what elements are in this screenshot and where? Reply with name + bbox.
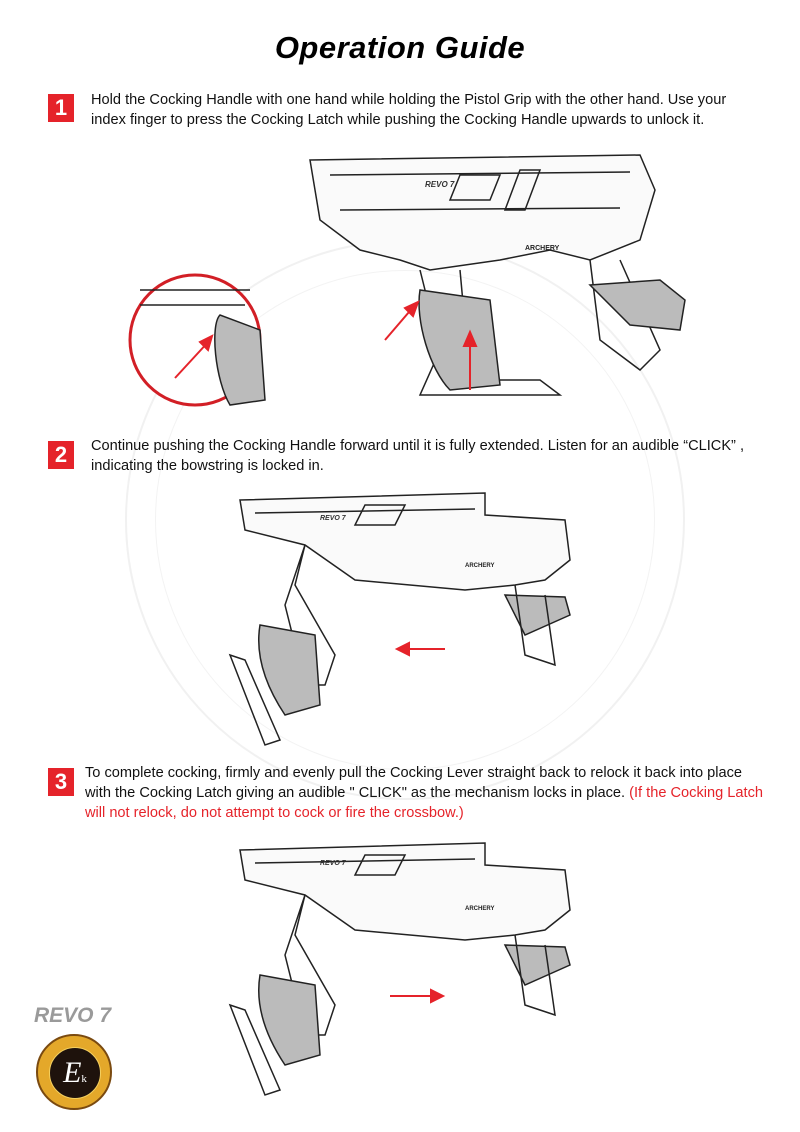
footer-model-name: REVO 7 [34,1004,112,1027]
brand-label: ARCHERY [465,563,494,569]
step-1-text: Hold the Cocking Handle with one hand wh… [91,92,727,128]
step-3-instruction: To complete cocking, firmly and evenly p… [85,765,743,801]
arrow-up-icon [174,300,478,390]
brand-logo: Ek [36,1034,112,1110]
step-3-illustration: REVO 7 ARCHERY [228,842,571,1096]
brand-label: ARCHERY [465,906,494,912]
step-3-text: To complete cocking, firmly and evenly p… [85,763,770,823]
model-label: REVO 7 [320,515,347,522]
step-1-illustration: REVO 7 ARCHERY [128,154,686,407]
logo-monogram: Ek [49,1047,101,1099]
step-number-3: 3 [48,768,74,796]
page-title: Operation Guide [274,30,526,65]
step-3-warning: (If the Cocking Latch will not relock, d… [85,785,763,821]
arrow-left-icon [394,641,445,657]
step-2-illustration: REVO 7 ARCHERY [228,492,571,746]
arrow-right-icon [390,988,446,1004]
step-2-text: Continue pushing the Cocking Handle forw… [91,438,745,474]
step-number-2: 2 [48,441,74,469]
model-label: REVO 7 [320,860,347,867]
step-number-1: 1 [48,94,74,122]
model-label: REVO 7 [425,180,455,189]
brand-label: ARCHERY [525,245,560,252]
